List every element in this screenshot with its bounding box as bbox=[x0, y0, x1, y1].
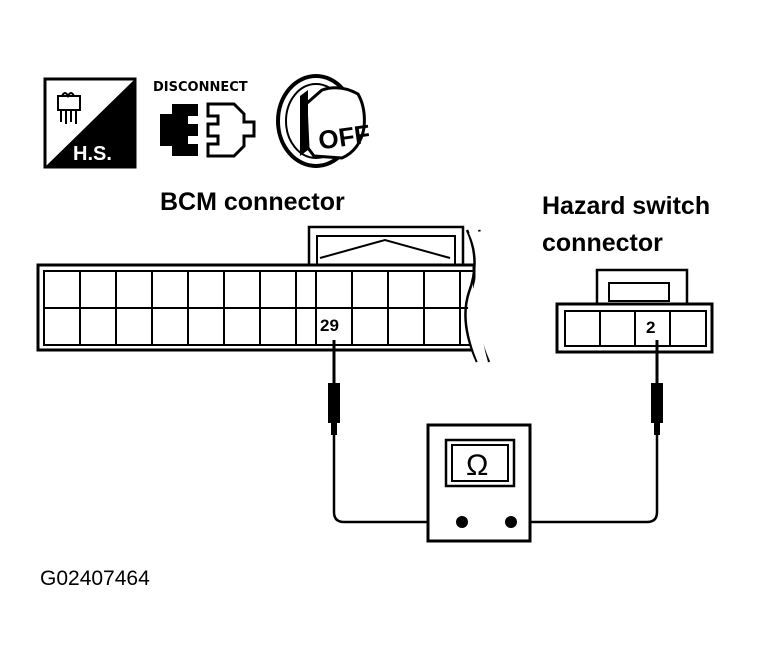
hazard-connector-title-1: Hazard switch bbox=[542, 192, 710, 220]
disconnect-icon: DISCONNECT bbox=[153, 80, 256, 158]
meter-terminal-left bbox=[456, 516, 468, 528]
bcm-pin-grid bbox=[44, 271, 474, 345]
ignition-off-icon: OFF bbox=[276, 74, 372, 168]
harness-side-icon: H.S. bbox=[43, 77, 137, 169]
ohm-symbol: Ω bbox=[466, 449, 488, 482]
ohmmeter: Ω bbox=[426, 423, 532, 543]
hazard-pin-label: 2 bbox=[646, 318, 655, 337]
wire-left bbox=[332, 435, 462, 524]
hazard-switch-connector: 2 bbox=[555, 268, 714, 354]
hazard-connector-title-2: connector bbox=[542, 229, 663, 257]
hs-label: H.S. bbox=[73, 143, 112, 165]
probe-right bbox=[651, 340, 663, 435]
bcm-pin-label: 29 bbox=[320, 316, 339, 335]
bcm-connector: 29 bbox=[36, 225, 492, 365]
figure-code: G02407464 bbox=[40, 567, 150, 590]
wire-right bbox=[511, 435, 659, 524]
probe-left bbox=[328, 340, 340, 435]
bcm-connector-title: BCM connector bbox=[160, 188, 345, 216]
off-label: OFF bbox=[316, 119, 372, 156]
meter-terminal-right bbox=[505, 516, 517, 528]
disconnect-label: DISCONNECT bbox=[153, 80, 248, 95]
